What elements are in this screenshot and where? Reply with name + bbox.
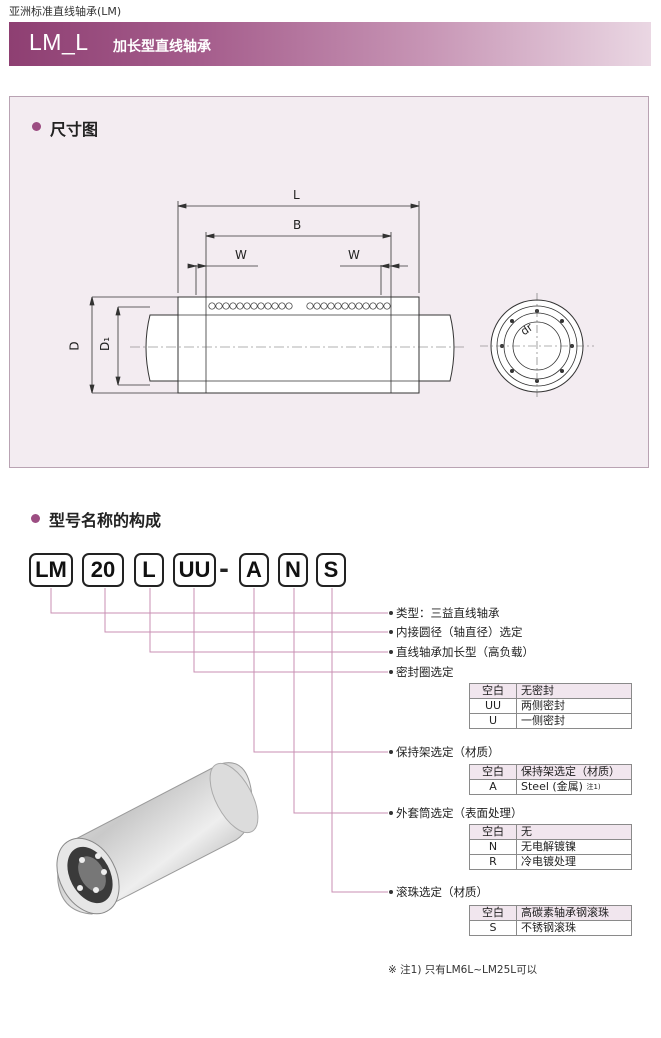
dimension-panel: 尺寸图 (9, 96, 649, 468)
bullet-icon (31, 514, 40, 523)
code-part-seal: UU (173, 553, 216, 587)
table-row: 空白无 (469, 824, 632, 840)
option-code: UU (469, 698, 517, 714)
option-desc: 两侧密封 (516, 698, 632, 714)
code-part-size: 20 (82, 553, 124, 587)
option-desc: Steel (金属) (521, 780, 583, 793)
dimension-drawing (89, 201, 594, 399)
option-code: R (469, 854, 517, 870)
option-code: A (469, 779, 517, 795)
option-code: 空白 (469, 764, 517, 780)
bullet-icon (32, 122, 41, 131)
option-type-label: 类型：三益直线轴承 (396, 606, 500, 620)
option-code: 空白 (469, 905, 517, 921)
option-desc: 无 (516, 824, 632, 840)
option-desc: 一侧密封 (516, 713, 632, 729)
code-part-long: L (134, 553, 164, 587)
option-ball-label: 滚珠选定（材质） (396, 885, 488, 899)
option-code: N (469, 839, 517, 855)
code-part-ball: S (316, 553, 346, 587)
option-bullet-icon (389, 630, 393, 634)
option-desc: 无密封 (516, 683, 632, 699)
document-header-label: 亚洲标准直线轴承(LM) (9, 5, 122, 18)
option-desc: 高碳素轴承钢滚珠 (516, 905, 632, 921)
code-part-series: LM (29, 553, 73, 587)
dim-label-B: B (293, 218, 302, 232)
option-desc: 保持架选定（材质） (516, 764, 632, 780)
code-part-surface: N (278, 553, 308, 587)
option-bullet-icon (389, 890, 393, 894)
option-desc-cell: Steel (金属) 注1) (516, 779, 632, 795)
bearing-product-image (56, 762, 259, 915)
dim-label-L: L (293, 188, 300, 202)
option-bullet-icon (389, 811, 393, 815)
code-part-retainer: A (239, 553, 269, 587)
banner-title: 加长型直线轴承 (113, 39, 211, 55)
table-row: 空白高碳素轴承钢滚珠 (469, 905, 632, 921)
banner-model-name: LM_L (29, 29, 89, 55)
option-desc: 无电解镀镍 (516, 839, 632, 855)
footnote-marker: 注1) (586, 783, 601, 791)
footnote: ※ 注1) 只有LM6L~LM25L可以 (388, 964, 538, 976)
dimension-section-title: 尺寸图 (50, 120, 99, 139)
option-code: U (469, 713, 517, 729)
option-bullet-icon (389, 650, 393, 654)
option-code: 空白 (469, 824, 517, 840)
option-bore-label: 内接圆径（轴直径）选定 (396, 625, 523, 639)
option-long-label: 直线轴承加长型（高负载） (396, 645, 534, 659)
option-desc: 不锈钢滚珠 (516, 920, 632, 936)
option-retainer-label: 保持架选定（材质） (396, 745, 500, 759)
option-seal-label: 密封圈选定 (396, 665, 454, 679)
option-bullet-icon (389, 611, 393, 615)
option-bullet-icon (389, 670, 393, 674)
option-code: 空白 (469, 683, 517, 699)
option-bullet-icon (389, 750, 393, 754)
option-desc: 冷电镀处理 (516, 854, 632, 870)
table-row: 空白无密封 (469, 683, 632, 699)
title-banner: LM_L 加长型直线轴承 (9, 22, 651, 66)
table-row: 空白保持架选定（材质） (469, 764, 632, 780)
option-surface-label: 外套筒选定（表面处理） (396, 806, 523, 820)
model-section-title: 型号名称的构成 (49, 511, 162, 530)
dim-label-W-left: W (235, 248, 247, 262)
option-code: S (469, 920, 517, 936)
dim-label-W-right: W (348, 248, 360, 262)
code-dash: - (219, 555, 229, 583)
